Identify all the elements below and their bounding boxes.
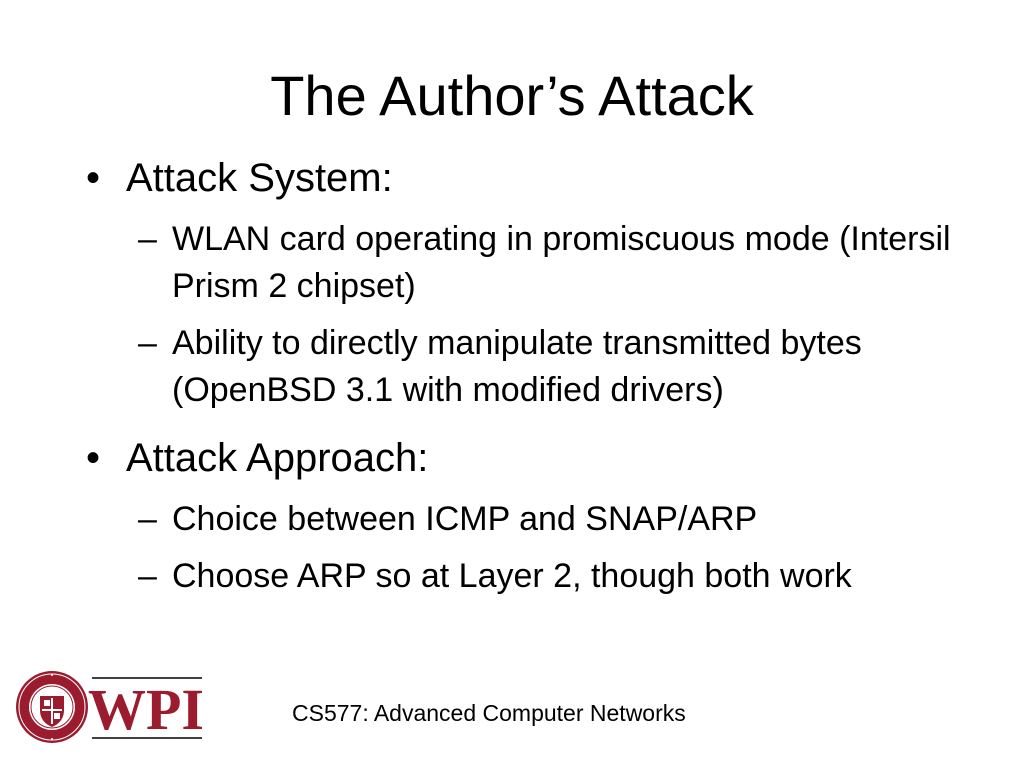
slide-content: • Attack System: – WLAN card operating i… bbox=[86, 152, 986, 610]
sub-bullet-text: Choice between ICMP and SNAP/ARP bbox=[172, 500, 758, 538]
bullet-text: Attack Approach: bbox=[126, 436, 429, 480]
bullet-attack-approach: • Attack Approach: bbox=[86, 432, 986, 484]
wpi-seal-logo-icon: WPI bbox=[16, 671, 204, 743]
sub-bullet-manipulate-bytes: – Ability to directly manipulate transmi… bbox=[138, 320, 986, 414]
footer-course-text: CS577: Advanced Computer Networks bbox=[292, 700, 686, 726]
dash-marker: – bbox=[138, 220, 157, 258]
wpi-wordmark: WPI bbox=[88, 677, 204, 742]
bullet-marker: • bbox=[86, 156, 101, 200]
sub-bullet-wlan-card: – WLAN card operating in promiscuous mod… bbox=[138, 216, 986, 310]
dash-marker: – bbox=[138, 557, 157, 595]
sub-bullet-text: WLAN card operating in promiscuous mode … bbox=[172, 220, 951, 305]
sub-bullet-text: Choose ARP so at Layer 2, though both wo… bbox=[172, 557, 852, 595]
sub-bullet-text: Ability to directly manipulate transmitt… bbox=[172, 324, 862, 409]
bullet-attack-system: • Attack System: bbox=[86, 152, 986, 204]
dash-marker: – bbox=[138, 500, 157, 538]
bullet-text: Attack System: bbox=[126, 156, 393, 200]
sub-bullet-choose-arp: – Choose ARP so at Layer 2, though both … bbox=[138, 553, 986, 600]
dash-marker: – bbox=[138, 324, 157, 362]
bullet-marker: • bbox=[86, 436, 101, 480]
sub-bullet-icmp-snap: – Choice between ICMP and SNAP/ARP bbox=[138, 496, 986, 543]
slide-title: The Author’s Attack bbox=[270, 64, 754, 127]
